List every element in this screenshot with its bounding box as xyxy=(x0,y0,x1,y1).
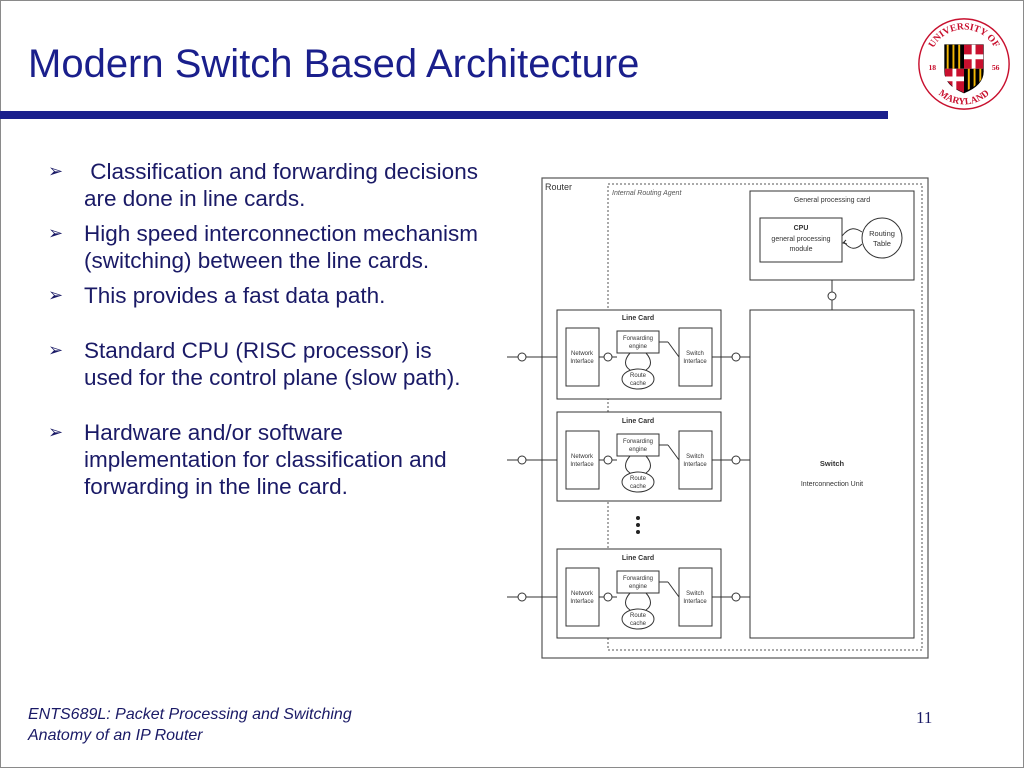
routing-table-label-line1: Routing xyxy=(869,229,895,238)
route-cache-label-line1: Route xyxy=(630,613,647,619)
network-interface-box xyxy=(565,430,600,490)
network-interface-label-line2: Interface xyxy=(570,359,594,365)
bullet-item: ➢ Hardware and/or software implementation… xyxy=(48,419,478,500)
bullet-item: ➢ This provides a fast data path. xyxy=(48,282,478,309)
bullet-arrow-icon: ➢ xyxy=(48,285,64,305)
bullet-arrow-icon: ➢ xyxy=(48,223,64,243)
switch-interface-label-line2: Interface xyxy=(683,359,707,365)
switch-label: Switch xyxy=(820,459,845,468)
route-cache-label-line1: Route xyxy=(630,476,647,482)
network-interface-box xyxy=(565,327,600,387)
bullet-item: ➢ Classification and forwarding decision… xyxy=(48,158,478,212)
switch-interface-box xyxy=(678,567,713,627)
network-interface-label-line2: Interface xyxy=(570,599,594,605)
route-cache-label-line2: cache xyxy=(630,484,647,490)
cpu-description-line2: module xyxy=(790,246,813,253)
network-interface-label-line1: Network xyxy=(571,454,594,460)
line-card-title: Line Card xyxy=(622,418,654,425)
bullet-arrow-icon: ➢ xyxy=(48,340,64,360)
internal-routing-agent-label: Internal Routing Agent xyxy=(612,190,682,197)
general-processing-card-title: General processing card xyxy=(794,197,870,204)
external-port xyxy=(517,592,527,602)
route-cache-ellipse xyxy=(621,608,655,630)
more-line-cards-ellipsis-icon xyxy=(636,516,640,534)
network-interface-box xyxy=(565,567,600,627)
bullet-arrow-icon: ➢ xyxy=(48,422,64,442)
switch-interface-label-line1: Switch xyxy=(686,591,704,597)
bullet-list: ➢ Classification and forwarding decision… xyxy=(48,158,478,508)
bullet-text: Classification and forwarding decisions … xyxy=(84,159,485,211)
title-underline-bar xyxy=(0,111,888,119)
cpu-label: CPU xyxy=(794,225,809,232)
line-card-2: Line Card Network Interface Forwarding e… xyxy=(507,411,750,502)
routing-table-label-line2: Table xyxy=(873,239,891,248)
line-card-title: Line Card xyxy=(622,315,654,322)
maryland-flag-shield xyxy=(944,44,984,94)
bullet-text: High speed interconnection mechanism (sw… xyxy=(84,221,478,273)
arrowhead-icon xyxy=(842,239,848,245)
route-cache-ellipse xyxy=(621,471,655,493)
seal-year-right: 56 xyxy=(992,63,1000,72)
forwarding-engine-label-line2: engine xyxy=(629,447,648,453)
forwarding-engine-label-line2: engine xyxy=(629,344,648,350)
switch-port xyxy=(731,455,741,465)
route-cache-label-line1: Route xyxy=(630,373,647,379)
cpu-module-box xyxy=(759,217,843,263)
switch-interface-box xyxy=(678,430,713,490)
forwarding-engine-label-line1: Forwarding xyxy=(623,336,653,342)
network-interface-label-line2: Interface xyxy=(570,462,594,468)
route-cache-label-line2: cache xyxy=(630,381,647,387)
footer-course-title: ENTS689L: Packet Processing and Switchin… xyxy=(28,706,352,723)
internal-port xyxy=(603,352,613,362)
bullet-text: Hardware and/or software implementation … xyxy=(84,420,447,499)
switch-interface-label-line2: Interface xyxy=(683,462,707,468)
bullet-item: ➢ Standard CPU (RISC processor) is used f… xyxy=(48,337,478,391)
seal-year-left: 18 xyxy=(928,63,936,72)
cpu-description-line1: general processing xyxy=(771,236,830,243)
bullet-arrow-icon: ➢ xyxy=(48,161,64,181)
external-port xyxy=(517,352,527,362)
internal-routing-agent-box xyxy=(607,183,923,651)
footer-lecture-topic: Anatomy of an IP Router xyxy=(28,727,203,744)
line-card-1: Line Card Network Interface Forwarding e… xyxy=(507,309,750,400)
switch-interface-label-line1: Switch xyxy=(686,351,704,357)
network-interface-label-line1: Network xyxy=(571,591,594,597)
connector-port xyxy=(827,291,837,301)
internal-port xyxy=(603,592,613,602)
page-number: 11 xyxy=(916,708,933,727)
university-seal-logo: UNIVERSITY OF MARYLAND 18 56 xyxy=(918,18,1010,110)
switch-port xyxy=(731,592,741,602)
line-card-3: Line Card Network Interface Forwarding e… xyxy=(507,548,750,639)
switch-subtitle: Interconnection Unit xyxy=(801,481,863,488)
switch-interface-label-line2: Interface xyxy=(683,599,707,605)
route-cache-ellipse xyxy=(621,368,655,390)
router-architecture-diagram: Router Internal Routing Agent General pr… xyxy=(507,177,929,659)
slide-title: Modern Switch Based Architecture xyxy=(28,42,640,86)
route-cache-label-line2: cache xyxy=(630,621,647,627)
forwarding-engine-label-line1: Forwarding xyxy=(623,576,653,582)
bullet-text: Standard CPU (RISC processor) is used fo… xyxy=(84,338,461,390)
internal-port xyxy=(603,455,613,465)
switch-port xyxy=(731,352,741,362)
network-interface-label-line1: Network xyxy=(571,351,594,357)
router-label: Router xyxy=(545,182,572,192)
forwarding-engine-label-line1: Forwarding xyxy=(623,439,653,445)
bullet-text: This provides a fast data path. xyxy=(84,283,386,308)
forwarding-engine-label-line2: engine xyxy=(629,584,648,590)
routing-table-circle xyxy=(861,217,903,259)
switch-interface-box xyxy=(678,327,713,387)
cpu-to-table-arrow xyxy=(841,228,863,237)
bullet-item: ➢ High speed interconnection mechanism (s… xyxy=(48,220,478,274)
line-card-title: Line Card xyxy=(622,555,654,562)
switch-interface-label-line1: Switch xyxy=(686,454,704,460)
switch-box xyxy=(749,309,915,639)
external-port xyxy=(517,455,527,465)
